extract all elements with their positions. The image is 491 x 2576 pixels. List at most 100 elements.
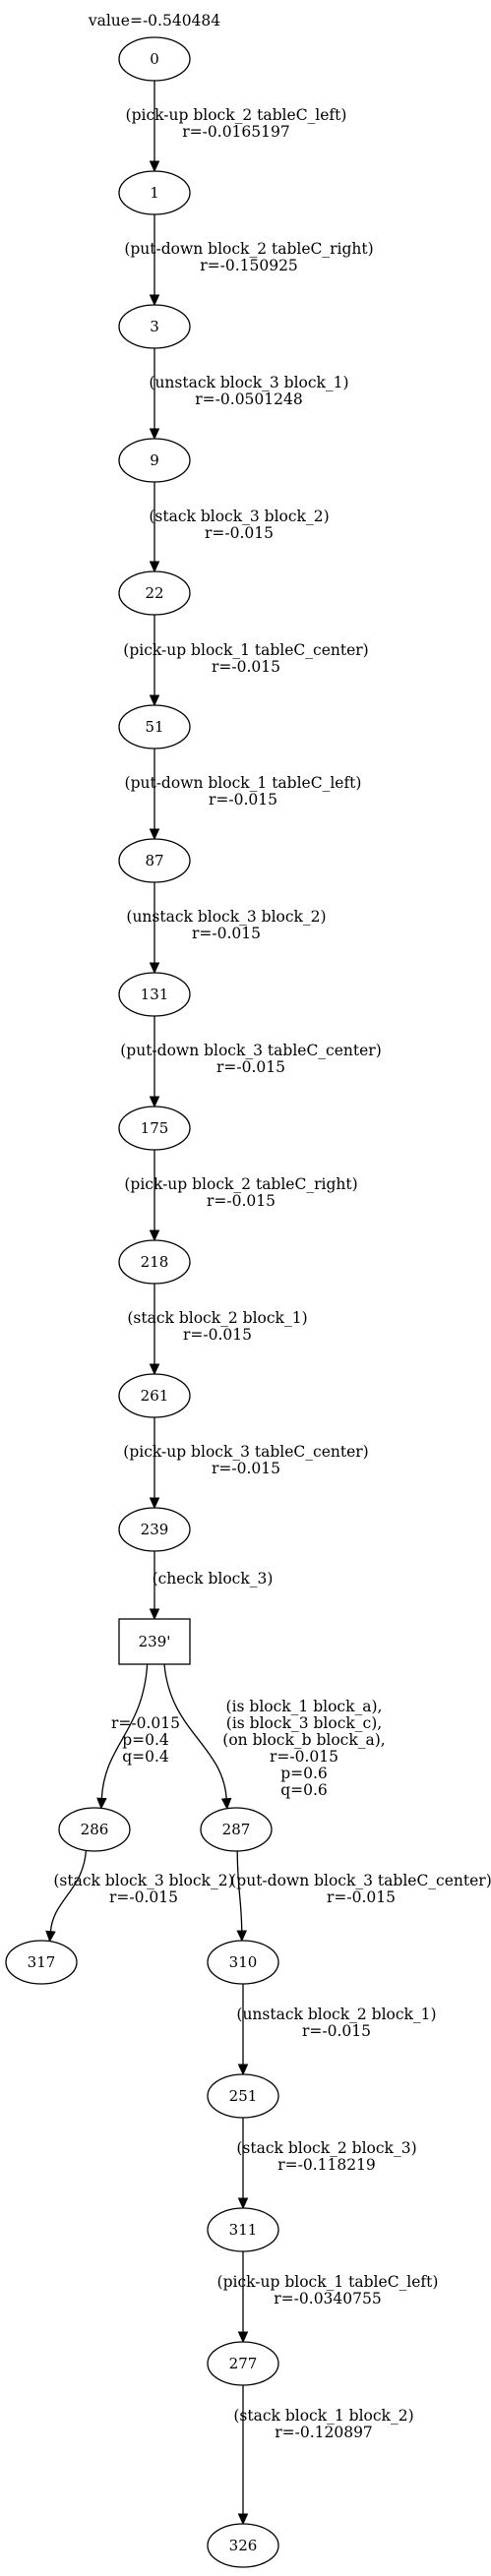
edge-label: (stack block_2 block_3)r=-0.118219 bbox=[236, 2139, 416, 2174]
edge-n287-to-n310: (put-down block_3 tableC_center)r=-0.015 bbox=[230, 1850, 491, 1943]
edge-n87-to-n131: (unstack block_3 block_2)r=-0.015 bbox=[126, 882, 327, 975]
node-label: 218 bbox=[141, 1253, 169, 1271]
arrowhead-icon bbox=[236, 1930, 248, 1943]
edge-n175-to-n218: (pick-up block_2 tableC_right)r=-0.015 bbox=[124, 1150, 358, 1242]
node-3: 3 bbox=[118, 304, 191, 349]
edge-n251-to-n311: (stack block_2 block_3)r=-0.118219 bbox=[236, 2118, 417, 2210]
edge-label-line: r=-0.015 bbox=[183, 1326, 252, 1344]
node-label: 0 bbox=[150, 50, 159, 68]
node-ellipse bbox=[207, 2073, 279, 2119]
node-287: 287 bbox=[200, 1807, 273, 1852]
edge-n0-to-n1: (pick-up block_2 tableC_left)r=-0.016519… bbox=[126, 81, 347, 173]
arrowhead-icon bbox=[149, 828, 160, 841]
edge-n9-to-n22: (stack block_3 block_2)r=-0.015 bbox=[149, 482, 330, 573]
edge-label: (put-down block_3 tableC_center)r=-0.015 bbox=[230, 1872, 491, 1906]
node-label: 317 bbox=[28, 1953, 56, 1971]
edge-label-line: r=-0.118219 bbox=[277, 2156, 376, 2174]
edge-label-line: r=-0.015 bbox=[302, 2022, 371, 2040]
node-239: 239' bbox=[118, 1618, 191, 1665]
node-label: 239 bbox=[141, 1521, 169, 1538]
node-ellipse bbox=[118, 36, 191, 82]
node-label: 311 bbox=[229, 2221, 258, 2239]
arrowhead-icon bbox=[149, 694, 160, 707]
edge-label-line: r=-0.015 bbox=[207, 1192, 276, 1210]
node-131: 131 bbox=[118, 972, 191, 1017]
node-label: 239' bbox=[139, 1633, 171, 1650]
arrowhead-icon bbox=[237, 2513, 249, 2526]
node-ellipse bbox=[200, 1807, 273, 1852]
edge-n286-to-n317: (stack block_3 block_2)r=-0.015 bbox=[45, 1850, 234, 1943]
arrowhead-icon bbox=[220, 1797, 232, 1810]
edge-n1-to-n3: (put-down block_2 tableC_right)r=-0.1509… bbox=[124, 214, 374, 307]
node-label: 286 bbox=[81, 1821, 109, 1838]
edge-label-line: (pick-up block_2 tableC_left) bbox=[126, 106, 347, 124]
edge-label-line: (pick-up block_1 tableC_center) bbox=[123, 641, 368, 659]
edge-label: (unstack block_3 block_1)r=-0.0501248 bbox=[149, 374, 348, 408]
edge-label-line: (unstack block_2 block_1) bbox=[236, 2006, 436, 2023]
edge-label-line: (check block_3) bbox=[153, 1570, 274, 1588]
edge-label-line: (stack block_3 block_2) bbox=[53, 1872, 233, 1889]
node-ellipse bbox=[207, 2523, 279, 2568]
edges-layer: (pick-up block_2 tableC_left)r=-0.016519… bbox=[45, 81, 491, 2526]
edge-label-line: r=-0.150925 bbox=[200, 257, 298, 274]
node-label: 9 bbox=[150, 451, 159, 469]
edge-label: (stack block_1 block_2)r=-0.120897 bbox=[233, 2407, 413, 2441]
node-label: 261 bbox=[141, 1387, 169, 1405]
arrowhead-icon bbox=[149, 962, 160, 975]
node-label: 287 bbox=[222, 1821, 251, 1838]
edge-label: (pick-up block_2 tableC_right)r=-0.015 bbox=[124, 1175, 357, 1210]
edge-label-line: (is block_1 block_a), bbox=[226, 1698, 383, 1715]
edge-label: (check block_3) bbox=[153, 1570, 274, 1588]
node-261: 261 bbox=[118, 1373, 191, 1418]
node-ellipse bbox=[207, 2207, 279, 2252]
node-label: 51 bbox=[145, 718, 163, 736]
edge-label-line: r=-0.015 bbox=[209, 791, 277, 809]
node-box bbox=[118, 1618, 191, 1665]
tree-value-title: value=-0.540484 bbox=[88, 12, 220, 30]
arrowhead-icon bbox=[149, 428, 160, 441]
edge-label-line: (put-down block_3 tableC_center) bbox=[120, 1042, 382, 1059]
node-317: 317 bbox=[5, 1940, 78, 1985]
node-239: 239 bbox=[118, 1507, 191, 1552]
node-ellipse bbox=[118, 1239, 191, 1285]
edge-n51-to-n87: (put-down block_1 tableC_left)r=-0.015 bbox=[125, 749, 362, 841]
edge-label: (pick-up block_3 tableC_center)r=-0.015 bbox=[123, 1443, 368, 1477]
node-277: 277 bbox=[207, 2341, 279, 2386]
node-87: 87 bbox=[118, 838, 191, 883]
edge-label-line: (stack block_2 block_1) bbox=[127, 1309, 307, 1327]
arrowhead-icon bbox=[149, 294, 160, 307]
edge-n131-to-n175: (put-down block_3 tableC_center)r=-0.015 bbox=[120, 1016, 382, 1108]
edge-n22-to-n51: (pick-up block_1 tableC_center)r=-0.015 bbox=[123, 615, 369, 707]
edge-n239-to-n239b: (check block_3) bbox=[149, 1551, 274, 1621]
node-311: 311 bbox=[207, 2207, 279, 2252]
node-label: 175 bbox=[141, 1119, 169, 1137]
edge-label-line: r=-0.015 bbox=[192, 925, 261, 942]
edge-label-line: (stack block_1 block_2) bbox=[233, 2407, 413, 2425]
node-ellipse bbox=[118, 438, 191, 483]
edge-line bbox=[236, 1850, 243, 1932]
edge-label: (stack block_3 block_2)r=-0.015 bbox=[149, 508, 329, 542]
edge-label-line: (put-down block_1 tableC_left) bbox=[125, 774, 362, 792]
edge-label-line: (stack block_3 block_2) bbox=[149, 508, 329, 525]
edge-label-line: r=-0.015 bbox=[111, 1714, 180, 1732]
edge-label-line: (pick-up block_3 tableC_center) bbox=[123, 1443, 368, 1461]
edge-label: (stack block_2 block_1)r=-0.015 bbox=[127, 1309, 307, 1344]
node-ellipse bbox=[118, 570, 191, 616]
edge-label-line: q=0.6 bbox=[280, 1781, 328, 1799]
edge-n3-to-n9: (unstack block_3 block_1)r=-0.0501248 bbox=[149, 348, 349, 441]
node-ellipse bbox=[207, 1940, 279, 1985]
edge-label-line: (unstack block_3 block_2) bbox=[126, 908, 326, 926]
edge-label-line: r=-0.015 bbox=[212, 658, 280, 676]
node-ellipse bbox=[5, 1940, 78, 1985]
arrowhead-icon bbox=[237, 2064, 249, 2076]
edge-label-line: r=-0.120897 bbox=[275, 2424, 373, 2441]
node-9: 9 bbox=[118, 438, 191, 483]
edge-label-line: (unstack block_3 block_1) bbox=[149, 374, 348, 391]
arrowhead-icon bbox=[149, 160, 160, 173]
edge-label: (unstack block_3 block_2)r=-0.015 bbox=[126, 908, 326, 942]
node-ellipse bbox=[118, 1507, 191, 1552]
edge-label-line: (on block_b block_a), bbox=[222, 1731, 385, 1749]
edge-line bbox=[163, 1663, 227, 1799]
